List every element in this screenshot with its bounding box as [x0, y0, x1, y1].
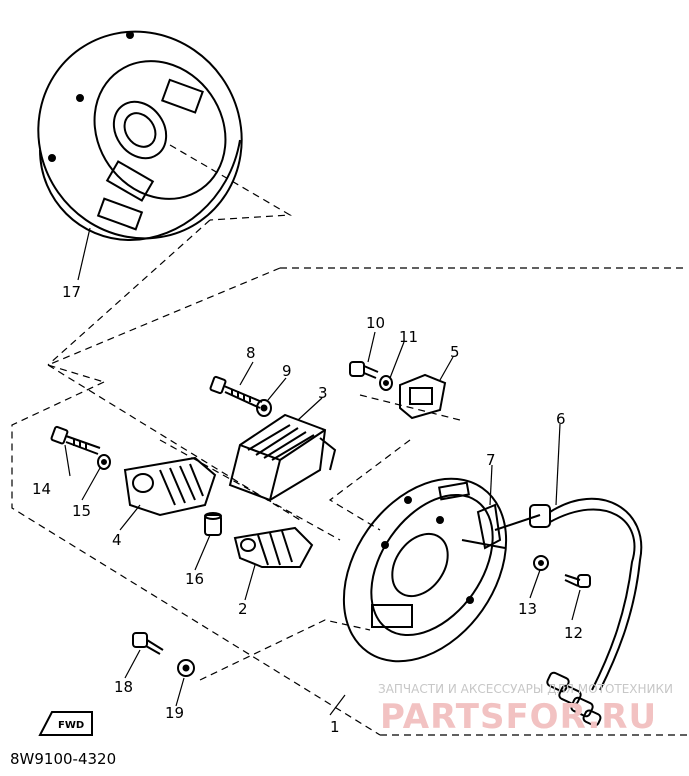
lighting-coil: [233, 526, 314, 568]
callout-17: 17: [62, 283, 81, 301]
collar: [204, 512, 222, 536]
callout-12: 12: [564, 624, 583, 642]
callout-16: 16: [185, 570, 204, 588]
bracket-7: [461, 503, 506, 550]
callout-5: 5: [450, 343, 460, 361]
callout-8: 8: [246, 344, 256, 362]
screw-12: [564, 574, 591, 588]
callout-10: 10: [366, 314, 385, 332]
assembly-outline: [11, 144, 688, 736]
watermark-brand: PARTSFOR.RU: [380, 697, 657, 737]
stator-coil: [228, 413, 337, 502]
diagram-code: 8W9100-4320: [10, 750, 116, 768]
callout-18: 18: [114, 678, 133, 696]
callout-3: 3: [318, 384, 328, 402]
callout-19: 19: [165, 704, 184, 722]
screw-10-washer-11: [349, 361, 393, 391]
flywheel-rotor: [37, 30, 243, 242]
wire-harness: [494, 497, 643, 727]
washers: [97, 399, 549, 677]
callout-2: 2: [238, 600, 248, 618]
callout-15: 15: [72, 502, 91, 520]
stator-plate: [342, 477, 508, 663]
leader-lines: [64, 227, 581, 716]
callout-11: 11: [399, 328, 418, 346]
callout-6: 6: [556, 410, 566, 428]
callout-13: 13: [518, 600, 537, 618]
fwd-arrow-icon: FWD: [38, 711, 93, 736]
fwd-label: FWD: [58, 720, 84, 731]
bolt-8: [209, 375, 263, 409]
screw-18: [132, 632, 164, 655]
callout-9: 9: [282, 362, 292, 380]
callout-7: 7: [486, 451, 496, 469]
grommet-5: [399, 373, 447, 420]
callout-1: 1: [330, 718, 340, 736]
watermark-tagline: ЗАПЧАСТИ И АКСЕССУАРЫ ДЛЯ МОТОТЕХНИКИ: [378, 682, 673, 696]
bolt-14: [50, 425, 101, 455]
callout-labels: 1 2 3 4 5 6 7 8 9 10 11 12 13 14 15 16 1…: [32, 283, 583, 736]
pickup-coil: [123, 456, 217, 517]
callout-14: 14: [32, 480, 51, 498]
callout-4: 4: [112, 531, 122, 549]
